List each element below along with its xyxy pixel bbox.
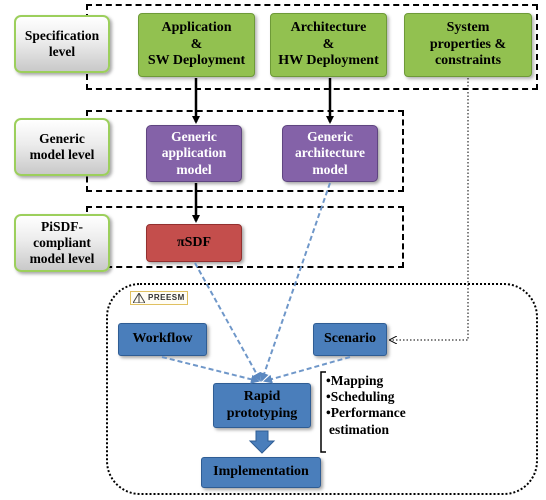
application-line-1: Application — [161, 19, 232, 35]
architecture-line-1: Architecture — [290, 19, 367, 35]
workflow-box: Workflow — [118, 323, 207, 356]
connector-pisdf-to-rapid — [194, 262, 261, 382]
architecture-hw-deployment-box: Architecture & HW Deployment — [270, 13, 387, 77]
connector-workflow-to-rapid — [161, 356, 260, 384]
generic-arch-line-2: architecture — [295, 145, 365, 161]
application-sw-deployment-box: Application & SW Deployment — [138, 13, 255, 77]
system-line-2: properties & — [429, 36, 507, 52]
preesm-logo: PREESM — [130, 291, 188, 305]
pisdf-box: πSDF — [146, 224, 242, 262]
steps-bracket — [320, 371, 326, 453]
system-line-3: constraints — [434, 53, 502, 69]
generic-arch-line-3: model — [312, 161, 348, 177]
architecture-line-3: HW Deployment — [278, 53, 379, 69]
rapid-line-2: prototyping — [226, 405, 298, 421]
rapid-line-1: Rapid — [243, 388, 281, 404]
architecture-line-2: & — [322, 36, 335, 52]
generic-arch-line-1: Generic — [307, 129, 353, 145]
preesm-logo-icon — [133, 293, 145, 303]
specification-level-label: Specification level — [14, 15, 110, 73]
generic-application-model-box: Generic application model — [146, 125, 242, 182]
system-line-1: System — [446, 19, 490, 35]
rapid-prototyping-box: Rapid prototyping — [213, 383, 311, 428]
generic-app-line-2: application — [161, 145, 227, 161]
prototyping-steps-list: •Mapping •Scheduling •Performance estima… — [326, 373, 406, 438]
application-line-3: SW Deployment — [147, 53, 246, 69]
application-line-2: & — [190, 36, 203, 52]
system-properties-box: System properties & constraints — [404, 13, 532, 77]
rapid-to-implementation-arrow — [248, 430, 276, 454]
connector-system-to-scenario — [390, 78, 469, 340]
preesm-logo-text: PREESM — [148, 293, 185, 302]
generic-app-line-3: model — [176, 161, 212, 177]
scenario-box: Scenario — [313, 323, 387, 356]
step-performance: •Performance — [326, 405, 406, 421]
pisdf-model-level-label: PiSDF-compliant model level — [14, 214, 110, 272]
generic-architecture-model-box: Generic architecture model — [282, 125, 378, 182]
preesm-frame — [106, 283, 538, 495]
step-scheduling: •Scheduling — [326, 389, 395, 405]
implementation-box: Implementation — [201, 457, 321, 488]
connector-scenario-to-rapid — [263, 356, 351, 384]
generic-model-level-label: Generic model level — [14, 118, 110, 176]
step-estimation: estimation — [329, 421, 389, 437]
step-mapping: •Mapping — [326, 373, 384, 388]
connector-architecture-to-rapid — [260, 182, 331, 382]
generic-app-line-1: Generic — [171, 129, 217, 145]
